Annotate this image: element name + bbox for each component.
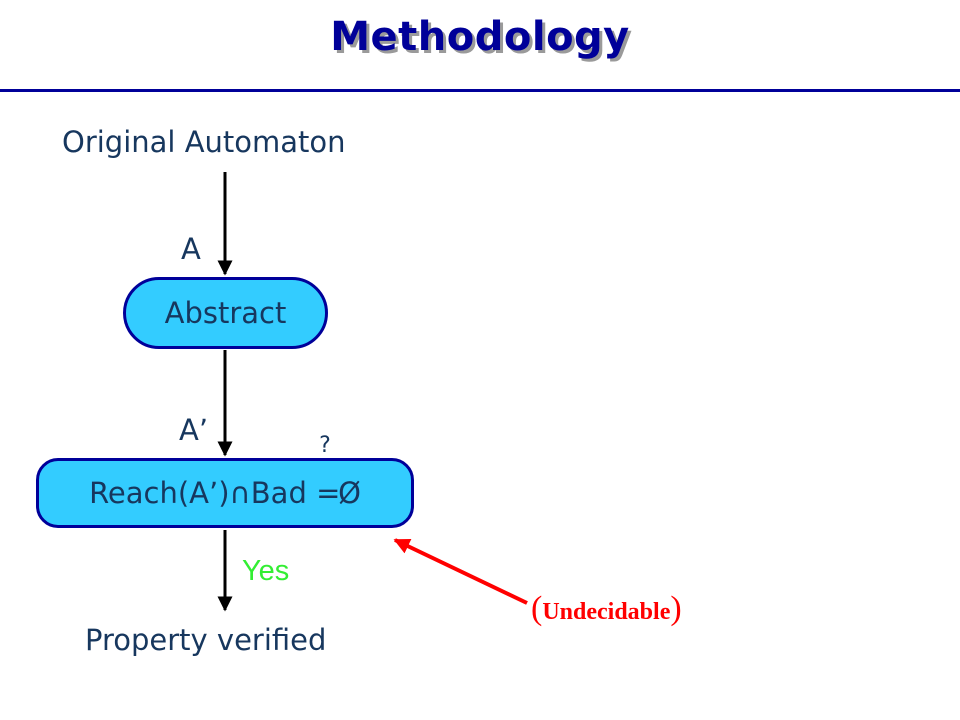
reach-prefix: Reach(A’): [89, 476, 230, 510]
equals-sign: =: [316, 476, 341, 510]
annotation-text: Undecidable: [542, 599, 671, 625]
intersection-symbol: ∩: [229, 476, 251, 510]
question-mark: ?: [319, 433, 331, 458]
yes-label: Yes: [242, 555, 290, 587]
edge-label-a-prime: A’: [179, 413, 209, 447]
annotation-close-paren: ): [670, 590, 682, 627]
title-divider: [0, 89, 960, 92]
bad-set-label: Bad: [250, 476, 307, 510]
undecidable-arrow: [393, 538, 528, 605]
undecidable-annotation: (Undecidable): [531, 590, 682, 628]
abstract-box: Abstract: [123, 277, 328, 349]
page-title: Methodology: [330, 14, 630, 60]
property-verified-label: Property verified: [85, 623, 327, 657]
annotation-open-paren: (: [531, 590, 543, 627]
empty-set-symbol: Ø: [338, 476, 361, 510]
reachability-box: Reach(A’)∩Bad ? = Ø: [36, 435, 414, 528]
abstract-box-label: Abstract: [164, 296, 287, 330]
edge-label-a: A: [181, 232, 201, 266]
original-automaton-label: Original Automaton: [62, 125, 346, 159]
question-equals-symbol: ? =: [316, 435, 341, 525]
